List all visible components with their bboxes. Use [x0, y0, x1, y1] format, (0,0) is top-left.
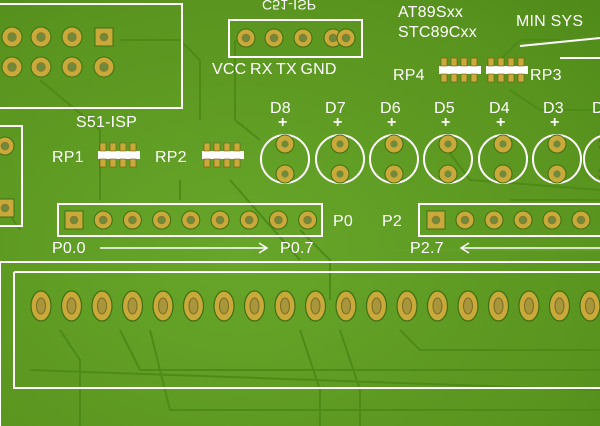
p0-header-pin	[181, 210, 201, 230]
module-pad	[335, 290, 357, 322]
p2-header-pin	[571, 210, 591, 230]
led-footprint	[532, 134, 582, 184]
isp-pins-label: VCC RX TX GND	[212, 61, 337, 78]
led-label-d4: D4	[489, 100, 510, 117]
led-label-d8: D8	[270, 100, 291, 117]
rp3-footprint	[486, 57, 528, 83]
copper-traces	[0, 39, 600, 426]
connector-pad	[1, 26, 23, 48]
led-polarity-d5: +	[441, 114, 451, 131]
connector-pad	[1, 56, 23, 78]
p2-label: P2	[382, 213, 402, 230]
isp-header-pin	[264, 28, 284, 48]
led-footprint	[369, 134, 419, 184]
led-polarity-d8: +	[278, 114, 288, 131]
rp2-label: RP2	[155, 149, 187, 166]
p0-header-pin	[239, 210, 259, 230]
isp-header-pin	[236, 28, 256, 48]
chip-line1-label: AT89Sxx	[398, 4, 464, 21]
p0-direction-arrow	[100, 242, 269, 254]
led-polarity-d6: +	[387, 114, 397, 131]
connector-pad	[30, 56, 52, 78]
p0-header-pin	[210, 210, 230, 230]
led-label-d3: D3	[543, 100, 564, 117]
module-pad	[182, 290, 205, 322]
module-pad	[518, 290, 540, 322]
rp2-footprint	[202, 142, 244, 168]
p0-header-pin	[93, 210, 113, 230]
s51-isp-label: S51-ISP	[76, 114, 137, 131]
led-footprint	[260, 134, 310, 184]
led-polarity-d4: +	[496, 114, 506, 131]
min-sys-label: MIN SYS	[516, 13, 584, 30]
resistor-pack-layer	[98, 57, 528, 168]
connector-pad-square	[94, 27, 114, 47]
chip-line2-label: STC89Cxx	[398, 24, 477, 41]
module-pad	[121, 290, 144, 322]
p0-header-pin	[64, 210, 84, 230]
c51-isp-label: C51-ISP	[262, 0, 317, 13]
led-label-d: D	[592, 100, 600, 117]
p0-start-label: P0.0	[52, 240, 86, 257]
connector-pad	[30, 26, 52, 48]
led-footprint	[315, 134, 365, 184]
led-polarity-d7: +	[333, 114, 343, 131]
p2-start-label: P2.7	[410, 240, 444, 257]
isp-header-pin	[336, 28, 356, 48]
rp4-label: RP4	[393, 67, 425, 84]
module-pad	[579, 290, 600, 322]
p2-direction-arrow	[459, 242, 600, 254]
p2-header-pin	[484, 210, 504, 230]
p0-label: P0	[333, 213, 353, 230]
rp4-footprint	[439, 57, 481, 83]
pads-layer	[0, 26, 600, 322]
module-pad	[304, 290, 327, 322]
led-polarity-d3: +	[550, 114, 560, 131]
led-layer	[260, 134, 600, 184]
module-pad	[426, 290, 449, 322]
led-footprint	[478, 134, 528, 184]
led-label-d6: D6	[380, 100, 401, 117]
p0-header-pin	[122, 210, 142, 230]
rp1-label: RP1	[52, 149, 84, 166]
module-pad	[457, 290, 479, 322]
led-label-d5: D5	[434, 100, 455, 117]
p2-header-pin	[426, 210, 446, 230]
side-connector-pad	[0, 136, 15, 156]
led-label-d7: D7	[325, 100, 346, 117]
led-footprint	[583, 135, 600, 183]
rp1-footprint	[98, 142, 140, 168]
module-pad	[396, 290, 418, 322]
connector-pad	[93, 56, 115, 78]
module-pad	[365, 290, 388, 322]
p0-end-label: P0.7	[280, 240, 314, 257]
p0-header-pin	[152, 210, 172, 230]
p0-header-pin	[268, 210, 288, 230]
p2-header-pin	[455, 210, 475, 230]
module-pad	[274, 290, 296, 322]
module-pad	[60, 290, 83, 322]
module-pad	[30, 290, 52, 322]
module-pad	[91, 290, 113, 322]
module-pad	[243, 290, 266, 322]
module-pad	[548, 290, 571, 322]
p2-header-pin	[513, 210, 533, 230]
led-footprint	[423, 134, 473, 184]
module-pad	[152, 290, 174, 322]
p0-header-pin	[298, 210, 318, 230]
rp3-label: RP3	[530, 67, 562, 84]
silkscreen-outlines	[0, 3, 600, 426]
isp-header-pin	[293, 28, 313, 48]
module-pad	[213, 290, 235, 322]
connector-pad	[61, 26, 83, 48]
p2-header-pin	[542, 210, 562, 230]
module-pad	[487, 290, 510, 322]
side-connector-pad-square	[0, 198, 15, 218]
connector-pad	[61, 56, 83, 78]
